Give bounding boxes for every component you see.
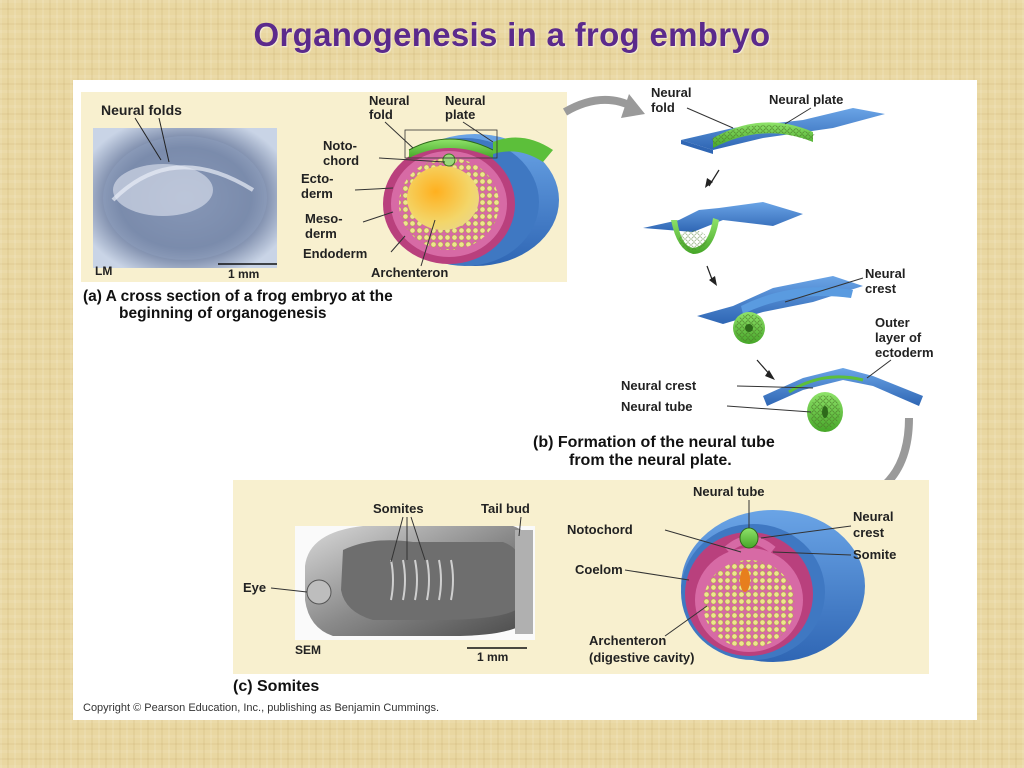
scale-label-a: 1 mm <box>228 267 259 281</box>
cross-section-c <box>681 510 865 662</box>
label-notochord-a: Noto- chord <box>323 138 361 168</box>
cross-section-a <box>383 134 559 266</box>
figure-svg: Neural folds LM 1 mm Neural fold Neural … <box>81 85 934 695</box>
neural-plate-stage-1 <box>681 108 885 154</box>
label-mesoderm-a: Meso- derm <box>305 211 346 241</box>
label-outer-layer: Outer layer of ectoderm <box>875 315 934 360</box>
neural-plate-stage-2 <box>643 202 803 254</box>
neural-folds-label: Neural folds <box>101 102 182 118</box>
lm-label: LM <box>95 264 112 278</box>
figure-panel: Neural folds LM 1 mm Neural fold Neural … <box>73 80 977 720</box>
scale-label-c: 1 mm <box>477 650 508 664</box>
label-archenteron-a: Archenteron <box>371 265 448 280</box>
label-archenteron-c: Archenteron (digestive cavity) <box>589 633 695 665</box>
label-ectoderm-a: Ecto- derm <box>301 171 337 201</box>
label-coelom: Coelom <box>575 562 623 577</box>
label-eye: Eye <box>243 580 266 595</box>
label-neural-fold-a: Neural fold <box>369 93 413 122</box>
caption-a: (a) A cross section of a frog embryo at … <box>83 288 397 322</box>
slide-title: Organogenesis in a frog embryo <box>253 16 771 53</box>
label-neural-crest-b-top: Neural crest <box>865 266 909 296</box>
neural-tube-stage-4 <box>763 368 923 432</box>
label-neural-tube-b: Neural tube <box>621 399 693 414</box>
label-sem: SEM <box>295 643 321 657</box>
label-neural-crest-c: Neural crest <box>853 509 897 540</box>
label-neural-plate-b: Neural plate <box>769 92 843 107</box>
label-neural-crest-b: Neural crest <box>621 378 697 393</box>
label-somites: Somites <box>373 501 424 516</box>
label-neural-plate-a: Neural plate <box>445 93 489 122</box>
caption-b: (b) Formation of the neural tube from th… <box>533 434 779 469</box>
copyright-notice: Copyright © Pearson Education, Inc., pub… <box>83 702 440 714</box>
label-neural-tube-c: Neural tube <box>693 484 765 499</box>
label-somite: Somite <box>853 547 896 562</box>
neural-plate-stage-3 <box>697 276 863 344</box>
label-endoderm-a: Endoderm <box>303 246 367 261</box>
label-notochord-c: Notochord <box>567 522 633 537</box>
caption-c: (c) Somites <box>233 678 319 695</box>
label-tail-bud: Tail bud <box>481 501 530 516</box>
label-neural-fold-b: Neural fold <box>651 85 695 115</box>
